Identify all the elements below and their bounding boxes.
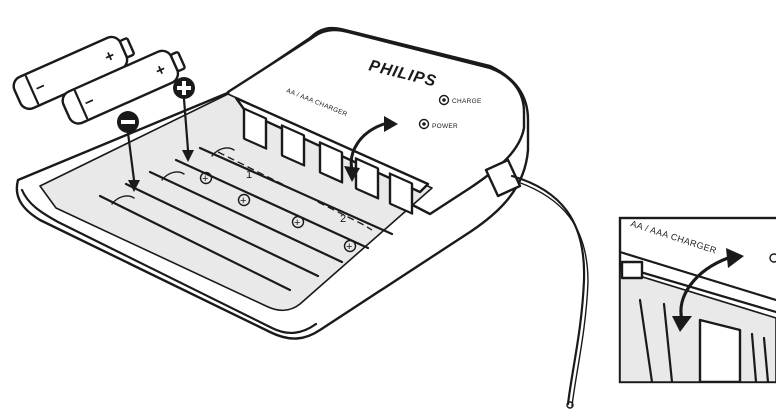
slot-group-2-bracket: [317, 201, 373, 231]
battery-right: − +: [61, 49, 186, 125]
zoom-rotate-arrow-icon: [672, 248, 744, 332]
svg-text:+: +: [346, 241, 352, 253]
power-cable: [484, 158, 589, 409]
charge-led-icon: [438, 94, 450, 106]
slot-group-2-label: 2: [340, 213, 346, 225]
lid-rotate-arrow-icon: [344, 116, 398, 182]
zoom-inset: AA / AAA CHARGER: [618, 216, 776, 384]
svg-text:+: +: [294, 217, 300, 229]
minus-pointer: [117, 111, 140, 192]
slot-plus-markers: + + + +: [199, 171, 357, 253]
svg-text:+: +: [240, 195, 246, 207]
charger-unit: 1 2 + + + + PHILIPS AA / AAA CHARGER CHA…: [15, 26, 589, 409]
svg-text:+: +: [202, 173, 208, 185]
slot-group-1-bracket: [217, 151, 295, 191]
charge-label: CHARGE: [452, 98, 482, 105]
bay-clips: [242, 107, 414, 215]
slot-group-1-label: 1: [246, 169, 252, 181]
power-label: POWER: [432, 123, 458, 130]
battery-slots: [98, 146, 394, 292]
plus-pointer: [173, 77, 195, 162]
power-led-icon: [418, 118, 430, 130]
